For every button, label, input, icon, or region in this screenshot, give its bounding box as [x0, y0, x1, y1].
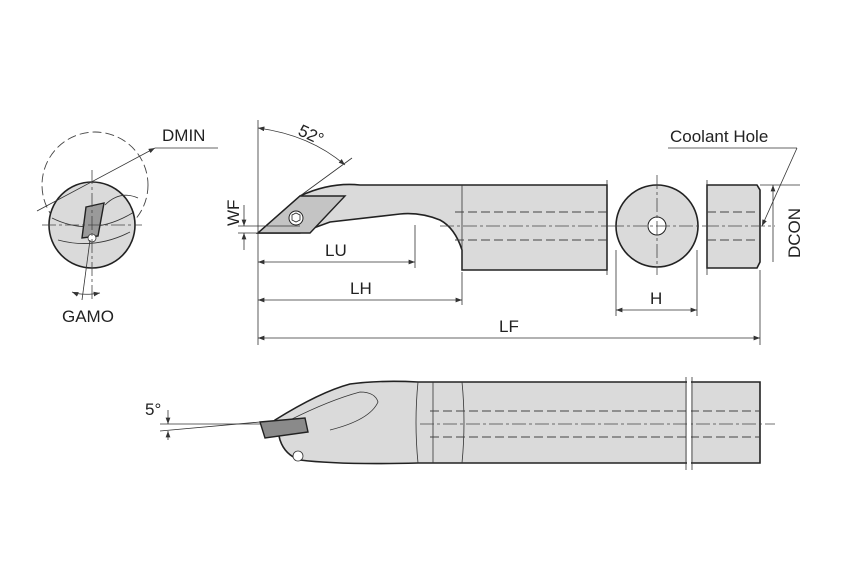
- tool-rear-shank: [706, 184, 761, 269]
- dmin-label: DMIN: [162, 126, 205, 145]
- lu-label: LU: [325, 241, 347, 260]
- dcon-label: DCON: [785, 208, 804, 258]
- insert-end-view: [81, 202, 105, 239]
- angle-5-label: 5°: [145, 400, 161, 419]
- gamo-label: GAMO: [62, 307, 114, 326]
- top-view: [238, 120, 800, 345]
- wf-label: WF: [224, 200, 243, 226]
- insert-side: [259, 417, 309, 439]
- coolant-hole-label: Coolant Hole: [670, 127, 768, 146]
- tool-body-top: [255, 183, 608, 271]
- angle-52-label: 52°: [295, 121, 326, 149]
- end-view-left: [36, 131, 218, 301]
- h-label: H: [650, 289, 662, 308]
- lf-label: LF: [499, 317, 519, 336]
- lh-label: LH: [350, 279, 372, 298]
- side-view: [159, 377, 775, 470]
- hex-screw-icon: [291, 212, 301, 223]
